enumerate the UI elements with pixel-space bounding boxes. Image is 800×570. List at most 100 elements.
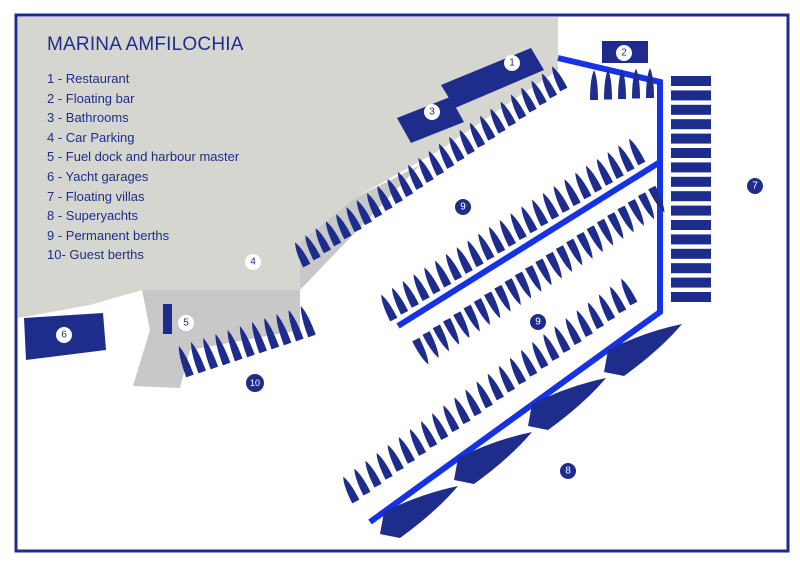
boat-berth — [288, 310, 304, 342]
boat-berth — [532, 341, 549, 369]
boat-berth — [598, 294, 616, 322]
marker-floating-bar: 2 — [616, 45, 632, 61]
boat-berth — [346, 207, 362, 233]
boat-berth — [587, 302, 605, 330]
boat-berth — [463, 304, 480, 332]
boat-berth — [484, 291, 501, 319]
boat-berth — [610, 286, 627, 314]
boat-berth — [391, 287, 409, 315]
boat-berth — [443, 317, 460, 345]
marker-guest-berths-label: 10 — [250, 378, 260, 388]
map-title: MARINA AMFILOCHIA — [47, 34, 244, 55]
boat-berth — [276, 314, 292, 346]
boat-berth — [521, 206, 538, 234]
boat-berth — [500, 101, 516, 127]
boat-berth — [543, 334, 560, 361]
boat-berth — [648, 185, 665, 213]
boat-berth — [586, 225, 603, 253]
boat-berth — [629, 138, 646, 166]
floating-villa — [671, 162, 711, 173]
boat-berth — [453, 311, 470, 339]
floating-villa — [671, 220, 711, 230]
floating-villa — [671, 133, 711, 144]
boat-berth — [264, 318, 280, 350]
boat-berth — [428, 150, 445, 176]
boat-berth — [480, 115, 496, 141]
boat-berth — [531, 80, 547, 106]
marker-fuel-dock: 5 — [178, 315, 194, 331]
marker-permanent-north: 9 — [455, 199, 471, 215]
legend: MARINA AMFILOCHIA 1 - Restaurant 2 - Floa… — [47, 34, 244, 265]
boat-berth — [494, 284, 511, 312]
boat-berth — [435, 260, 452, 288]
boat-berth — [504, 278, 521, 306]
boat-berth — [607, 212, 624, 239]
boat-berth — [336, 214, 352, 240]
legend-item: 2 - Floating bar — [47, 90, 135, 106]
floating-villa — [671, 205, 711, 216]
map-frame — [14, 13, 790, 553]
boat-berth — [564, 179, 581, 207]
boat-berth — [456, 247, 473, 274]
boat-berth — [459, 129, 475, 155]
boat-berth — [510, 94, 527, 120]
boat-berth — [402, 281, 419, 308]
boat-berth — [449, 136, 465, 162]
marker-car-parking-label: 4 — [250, 257, 256, 268]
boat-berth — [365, 460, 382, 488]
legend-item: 3 - Bathrooms — [47, 110, 129, 126]
boat-berth — [409, 429, 427, 456]
boat-berth — [356, 200, 373, 226]
boat-berth — [545, 251, 562, 279]
boat-berth — [422, 331, 439, 358]
floating-villa — [671, 119, 711, 130]
boat-berth — [412, 337, 429, 365]
superyacht-hull — [528, 378, 606, 430]
marker-yacht-garages-label: 6 — [61, 330, 67, 341]
floating-villa — [671, 104, 711, 115]
boat-berth — [618, 145, 635, 173]
boat-berth — [510, 213, 527, 240]
boat-berth — [521, 349, 538, 377]
boat-berth — [478, 233, 495, 261]
legend-item: 1 - Restaurant — [47, 71, 130, 86]
boat-berth — [542, 192, 560, 220]
boat-berth — [252, 322, 267, 354]
floating-villa — [671, 277, 711, 288]
boat-berth — [408, 164, 424, 190]
boat-berth — [576, 232, 593, 259]
marker-floating-villas: 7 — [747, 178, 763, 194]
legend-item: 7 - Floating villas — [47, 188, 145, 204]
boat-berth — [454, 397, 471, 425]
boat-berth — [590, 70, 598, 100]
boat-berth — [554, 326, 571, 353]
marker-bathrooms-label: 3 — [429, 107, 435, 118]
boat-berth — [565, 318, 582, 345]
boat-berth — [596, 158, 614, 186]
boat-berth — [467, 240, 484, 268]
marker-permanent-middle-label: 9 — [535, 317, 541, 328]
boat-berth — [646, 68, 654, 98]
marker-floating-villas-label: 7 — [752, 181, 758, 192]
marker-fuel-dock-label: 5 — [183, 318, 189, 329]
boat-berth — [469, 122, 486, 148]
boat-berth — [203, 338, 219, 370]
floating-villa — [671, 248, 711, 259]
boat-berth — [397, 171, 414, 197]
boat-berth — [227, 330, 243, 362]
superyacht-hull — [454, 432, 532, 484]
boat-berth — [445, 253, 463, 281]
boat-berth — [387, 179, 403, 205]
boat-berth — [377, 186, 393, 212]
floating-villas — [671, 76, 711, 302]
boat-berth — [555, 245, 573, 273]
boat-berth — [413, 274, 430, 302]
floating-villa — [671, 148, 711, 158]
boat-berth — [490, 108, 506, 134]
boat-berth — [521, 87, 537, 113]
boat-berth — [191, 342, 206, 374]
boat-berth — [541, 73, 558, 99]
boat-berth — [617, 205, 634, 233]
boat-berth — [432, 324, 449, 352]
